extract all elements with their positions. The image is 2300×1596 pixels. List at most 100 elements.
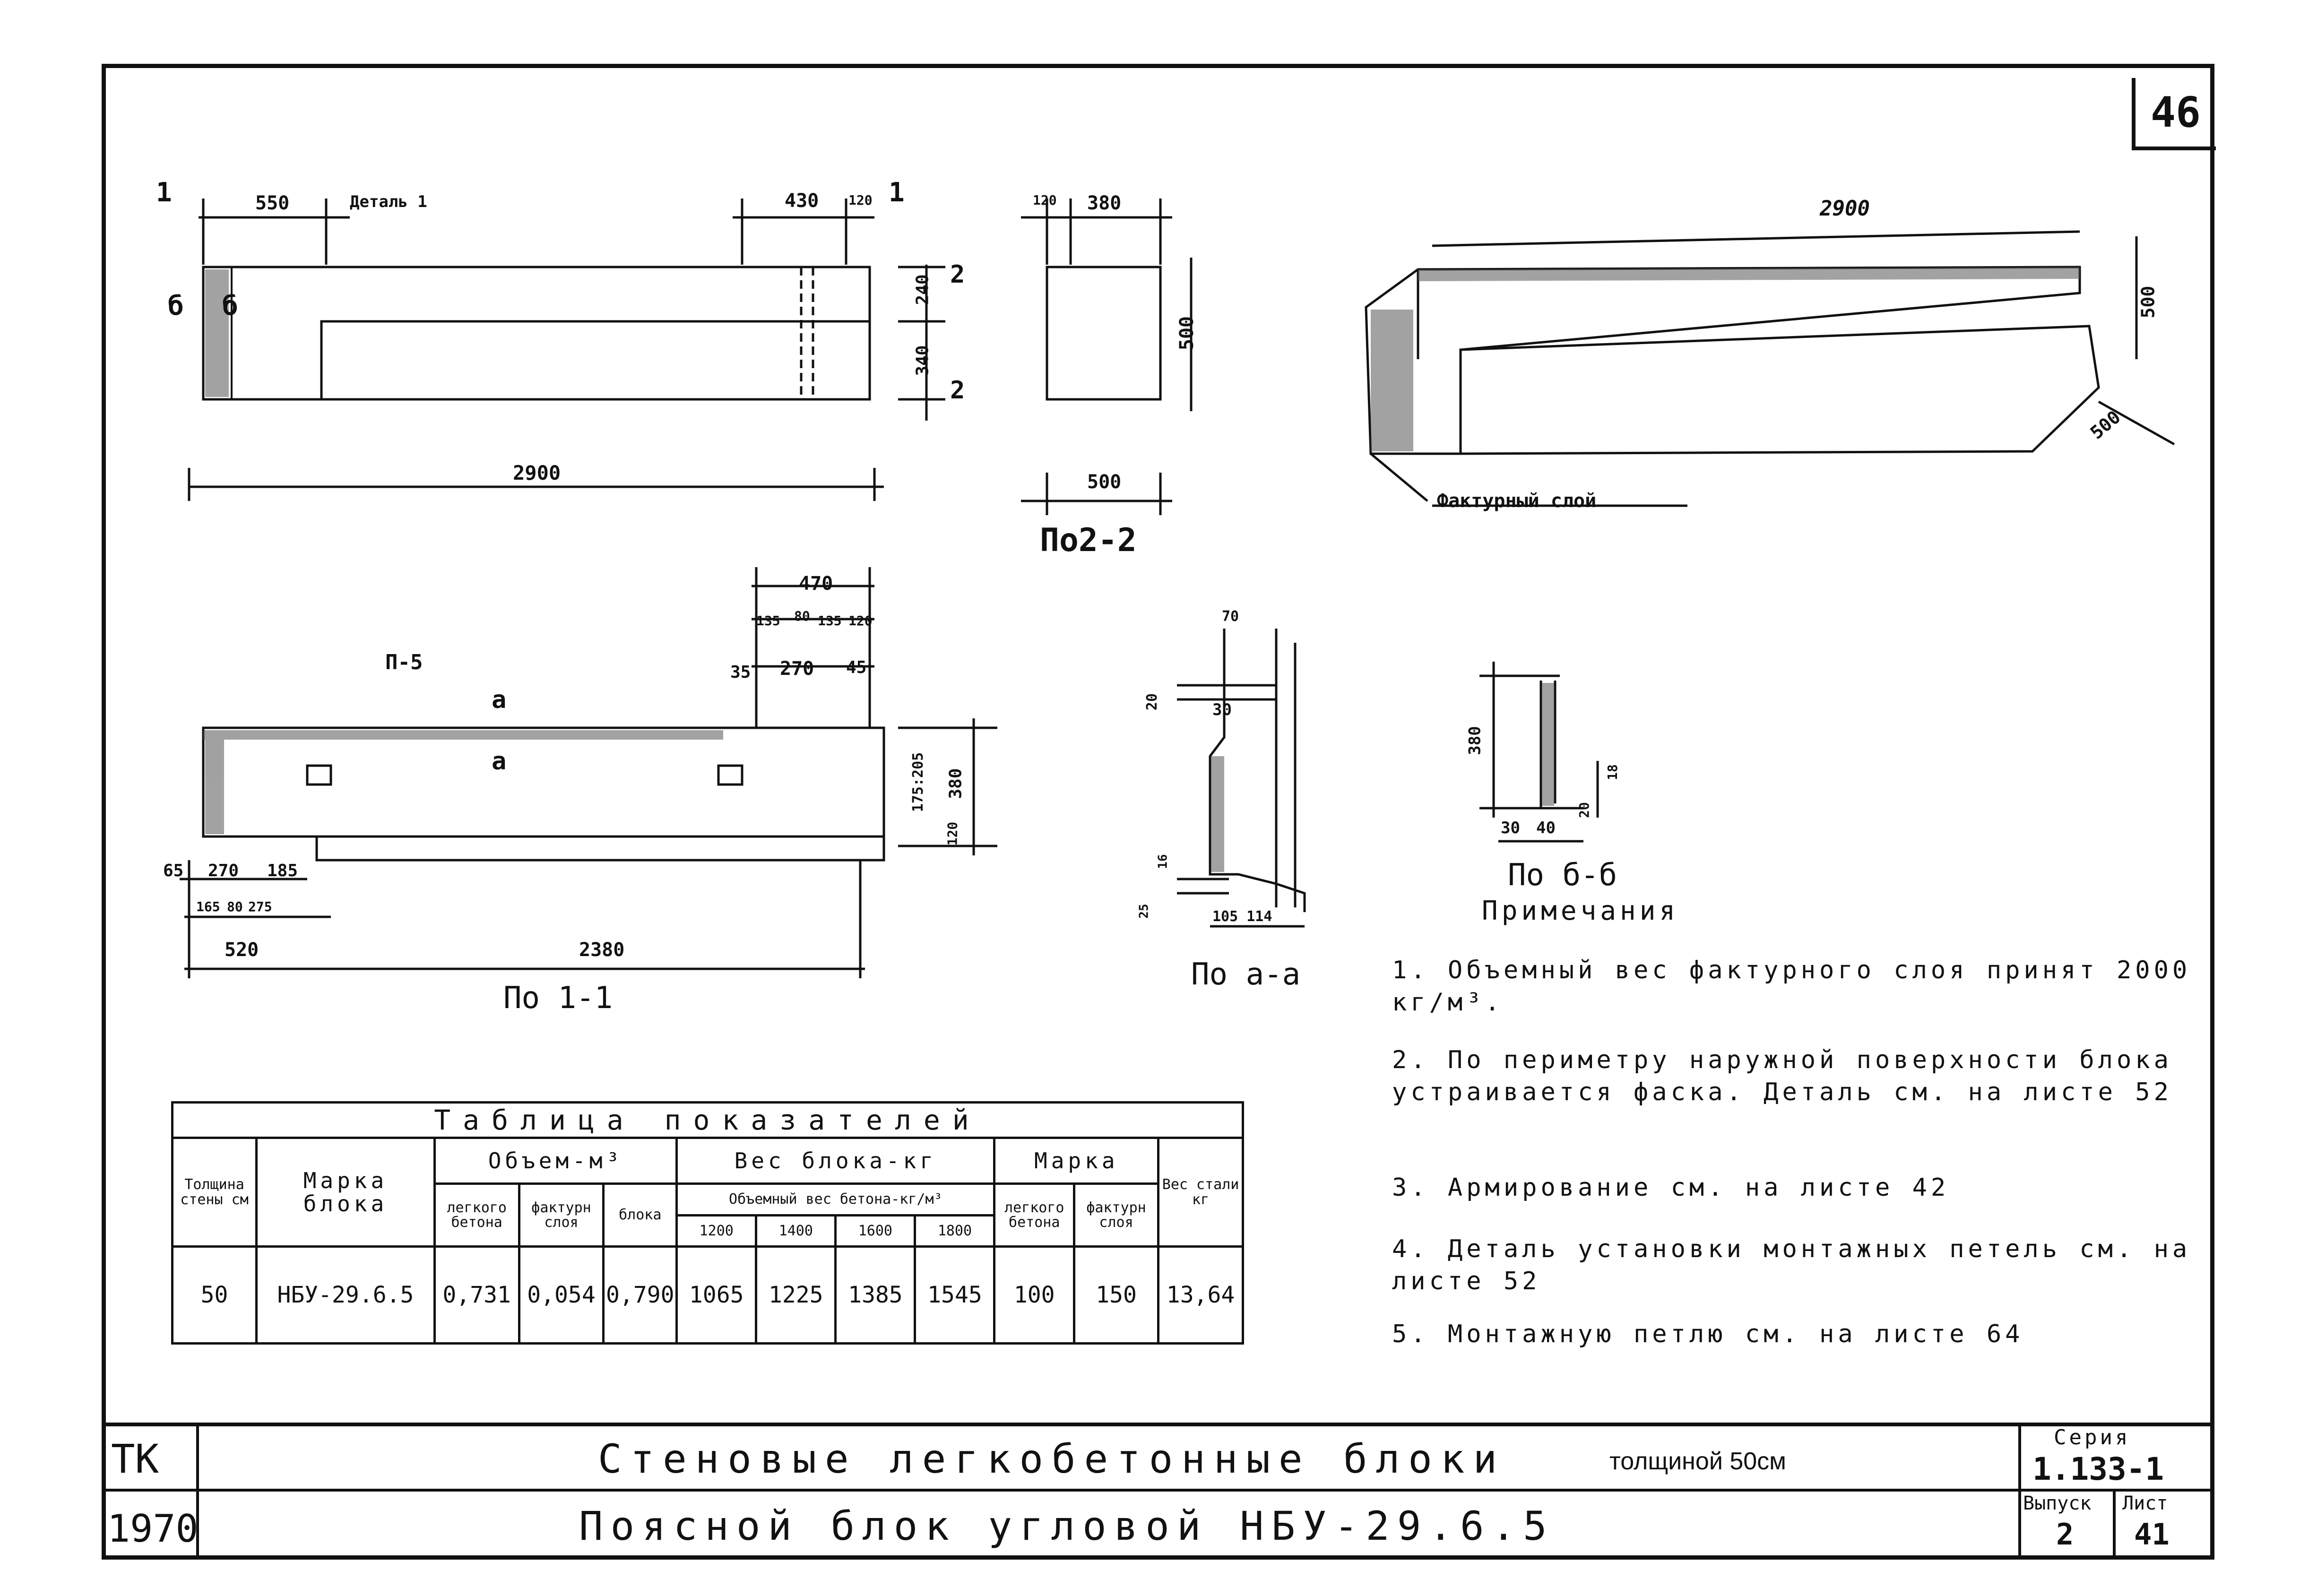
note-1: 1. Объемный вес фактурного слоя принят 2… — [1392, 956, 2191, 1017]
th-w1200: 1200 — [675, 1214, 758, 1248]
tb-code: ТК — [111, 1436, 159, 1482]
tb-series-label: Серия — [2054, 1425, 2131, 1449]
tb-title-main: Стеновые легкобетонные блоки — [598, 1436, 1506, 1482]
dim-80: 80 — [794, 608, 810, 624]
title-block: ТК 1970 Стеновые легкобетонные блоки тол… — [102, 1423, 2214, 1560]
tb-sheet-label: Лист — [2122, 1492, 2168, 1514]
cell-grade-light: 100 — [993, 1245, 1075, 1345]
th-thickness: Толщина стены см — [171, 1137, 258, 1248]
dim-45: 45 — [846, 658, 867, 677]
th-weight-sub: Объемный вес бетона-кг/м³ — [675, 1182, 996, 1216]
tb-title-suffix: толщиной 50см — [1609, 1448, 1786, 1475]
caption-section-b-b: По б-б — [1508, 858, 1617, 893]
dim-25-aa: 25 — [1137, 904, 1151, 919]
dim-80-bottom: 80 — [227, 899, 243, 914]
cell-vol-light: 0,731 — [433, 1245, 520, 1345]
th-vol-fact: фактурн слоя — [518, 1182, 605, 1248]
dim-120-s22: 120 — [1033, 192, 1057, 208]
cell-grade-fact: 150 — [1072, 1245, 1160, 1345]
drawing-sheet-frame — [102, 64, 2214, 1560]
label-p5: П-5 — [385, 650, 423, 674]
section-mark-2-bottom: 2 — [950, 376, 965, 405]
tb-year: 1970 — [107, 1507, 199, 1551]
cell-mark: НБУ-29.6.5 — [255, 1245, 436, 1345]
dim-105-114: 105 114 — [1212, 908, 1272, 925]
th-grade-light: легкого бетона — [993, 1182, 1075, 1248]
dim-120-right: 120 — [944, 821, 960, 846]
section-mark-1-right: 1 — [889, 177, 905, 208]
dim-120-s11: 120 — [848, 613, 873, 629]
section-mark-a-top: а — [492, 686, 507, 714]
cell-w1800: 1545 — [914, 1245, 996, 1345]
dim-270: 270 — [780, 658, 814, 680]
caption-section-2-2: По2-2 — [1040, 522, 1137, 559]
dim-65: 65 — [163, 861, 184, 880]
dim-30-aa: 30 — [1212, 700, 1232, 719]
dim-20-bb: 20 — [1576, 802, 1592, 818]
dim-120: 120 — [848, 192, 873, 208]
iso-dim-500-height: 500 — [2137, 285, 2159, 319]
dim-500-bottom-s22: 500 — [1087, 471, 1122, 493]
cell-steel: 13,64 — [1157, 1245, 1244, 1345]
table-caption: Таблица показателей — [171, 1101, 1244, 1139]
cell-thickness: 50 — [171, 1245, 258, 1345]
dim-40-bb: 40 — [1536, 819, 1556, 837]
dim-175-205: 175:205 — [910, 752, 927, 812]
th-grade-fact: фактурн слоя — [1072, 1182, 1160, 1248]
cell-w1200: 1065 — [675, 1245, 758, 1345]
dim-70: 70 — [1222, 608, 1239, 625]
section-mark-1-left: 1 — [156, 177, 172, 208]
section-mark-b: б — [222, 291, 238, 321]
dim-30-bb: 30 — [1501, 819, 1520, 837]
th-vol-light: легкого бетона — [433, 1182, 520, 1248]
dim-2900: 2900 — [513, 461, 561, 484]
th-vol-block: блока — [602, 1182, 678, 1248]
dim-135a: 135 — [756, 613, 780, 629]
note-5: 5. Монтажную петлю см. на листе 64 — [1392, 1320, 2024, 1348]
section-mark-2-top: 2 — [950, 260, 965, 289]
dim-380-bb: 380 — [1465, 726, 1485, 755]
cell-w1400: 1225 — [755, 1245, 837, 1345]
tb-issue-label: Выпуск — [2023, 1492, 2092, 1514]
cell-w1600: 1385 — [834, 1245, 917, 1345]
th-weight: Вес блока-кг — [675, 1136, 996, 1185]
dim-520: 520 — [225, 939, 259, 961]
dim-18-bb: 18 — [1604, 764, 1620, 780]
dim-550: 550 — [255, 192, 290, 214]
dim-430: 430 — [785, 190, 819, 212]
tb-series-value: 1.133-1 — [2032, 1451, 2164, 1487]
dim-35: 35 — [730, 663, 751, 682]
dim-135b: 135 — [818, 613, 842, 629]
dim-16-aa: 16 — [1156, 854, 1170, 869]
section-mark-a-bottom: а — [492, 747, 507, 776]
page-number: 46 — [2132, 78, 2216, 150]
caption-section-1-1: По 1-1 — [503, 981, 613, 1016]
th-mark: Марка блока — [255, 1137, 436, 1248]
th-volume: Объем-м³ — [433, 1136, 678, 1185]
th-steel: Вес стали кг — [1157, 1137, 1244, 1248]
dim-470: 470 — [799, 573, 833, 595]
dim-275: 275 — [248, 899, 272, 914]
tb-sheet-value: 41 — [2134, 1517, 2170, 1552]
dim-340: 340 — [913, 345, 933, 376]
section-mark-b-left: б — [168, 291, 184, 321]
dim-185: 185 — [267, 861, 298, 880]
dim-270-bottom: 270 — [208, 861, 239, 880]
label-facing-layer: Фактурный слой — [1437, 490, 1597, 512]
note-4: 4. Деталь установки монтажных петель см.… — [1392, 1235, 2191, 1295]
note-3: 3. Армирование см. на листе 42 — [1392, 1173, 1950, 1202]
th-grade: Марка — [993, 1136, 1160, 1185]
dim-380-s22: 380 — [1087, 192, 1122, 214]
dim-500-height-s22: 500 — [1176, 316, 1198, 351]
th-w1600: 1600 — [834, 1214, 917, 1248]
tb-subtitle: Поясной блок угловой НБУ-29.6.5 — [579, 1503, 1555, 1549]
detail-label: Деталь 1 — [350, 192, 427, 211]
caption-section-a-a: По а-а — [1191, 957, 1301, 992]
dim-165: 165 — [196, 899, 220, 914]
th-w1400: 1400 — [755, 1214, 837, 1248]
dim-240: 240 — [913, 274, 933, 305]
tb-issue-value: 2 — [2056, 1517, 2074, 1552]
cell-vol-fact: 0,054 — [518, 1245, 605, 1345]
cell-vol-block: 0,790 — [602, 1245, 678, 1345]
